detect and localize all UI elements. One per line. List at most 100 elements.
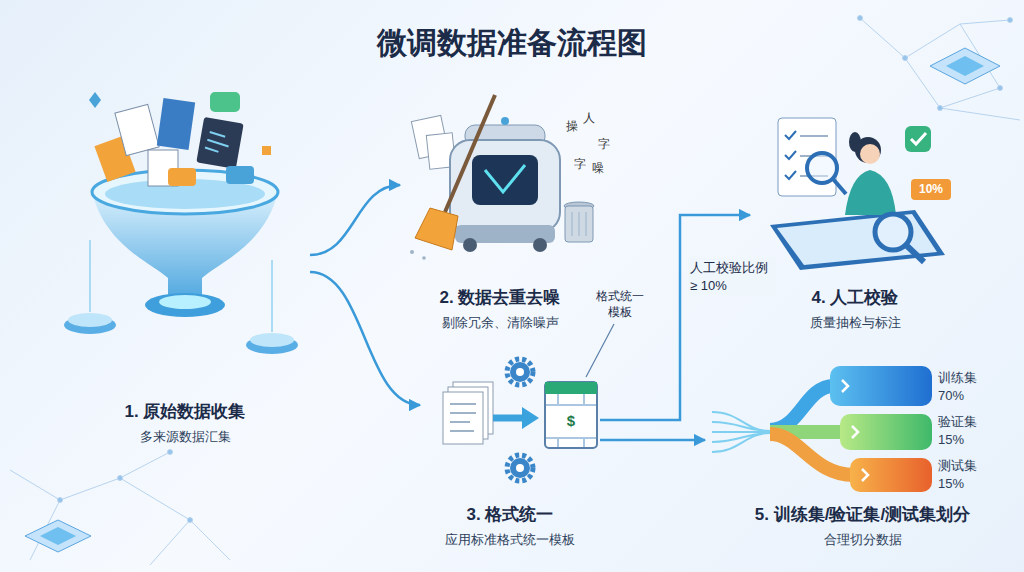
format-illustration-part	[510, 362, 530, 382]
robot-illustration-part	[450, 140, 560, 232]
funnel-illustration-part	[89, 240, 91, 312]
noise-glyph: 字	[574, 156, 588, 172]
checker-illustration-part	[777, 214, 937, 265]
table-symbol: $	[563, 411, 579, 431]
robot-illustration-part	[501, 117, 509, 125]
step-description: 剔除冗余、清除噪声	[442, 314, 559, 332]
split-illustration-part	[712, 412, 770, 452]
chip-decoration-part	[40, 527, 76, 545]
split-illustration-part	[842, 380, 868, 481]
format-illustration-part	[545, 382, 597, 448]
step-title: 3. 格式统一	[467, 504, 554, 526]
robot-illustration-part	[485, 165, 525, 192]
chip-decoration-part	[946, 56, 984, 76]
network-decoration-part	[998, 86, 1003, 91]
funnel-illustration-part	[89, 92, 101, 108]
funnel-illustration-part	[168, 168, 196, 186]
format-illustration-part	[510, 458, 530, 478]
funnel-illustration-part	[159, 295, 211, 309]
format-illustration-part	[516, 368, 524, 376]
step-title: 1. 原始数据收集	[125, 401, 246, 423]
funnel-illustration-part	[115, 104, 159, 155]
robot-illustration-part	[415, 208, 458, 250]
format-illustration-part	[522, 407, 539, 429]
noise-glyph: 字	[598, 136, 612, 152]
robot-illustration-part	[565, 206, 593, 242]
network-decoration-part	[858, 16, 863, 21]
format-illustration	[443, 324, 614, 481]
split-label: 训练集 70%	[938, 369, 988, 404]
robot-illustration-part	[422, 256, 426, 260]
split-illustration-part	[830, 366, 932, 406]
split-illustration-part	[840, 414, 932, 450]
funnel-illustration	[64, 92, 298, 354]
network-decoration-part	[10, 452, 230, 565]
step-description: 质量抽检与标注	[810, 314, 901, 332]
format-illustration-part	[507, 455, 533, 481]
format-illustration-part	[443, 392, 483, 444]
checker-illustration-part	[770, 210, 945, 270]
robot-illustration-part	[410, 250, 414, 254]
funnel-illustration-part	[250, 333, 294, 347]
step-description: 合理切分数据	[824, 531, 902, 549]
format-illustration-part	[516, 464, 524, 472]
checker-illustration-part	[833, 179, 846, 194]
checker-illustration-part	[911, 179, 951, 200]
flow-arrow	[600, 439, 705, 442]
step-description: 多来源数据汇集	[140, 428, 231, 446]
chip-decoration-part	[930, 48, 1000, 84]
checker-illustration-part	[906, 245, 924, 262]
funnel-illustration-part	[196, 117, 243, 169]
step-title: 5. 训练集/验证集/测试集划分	[755, 504, 970, 526]
checker-illustration-part	[860, 144, 880, 164]
network-decoration-part	[188, 518, 193, 523]
network-decoration-part	[58, 498, 63, 503]
robot-illustration-part	[533, 238, 547, 252]
robot-illustration-part	[463, 238, 477, 252]
checker-illustration-part	[905, 126, 931, 152]
funnel-illustration-part	[205, 132, 231, 154]
checker-illustration-part	[875, 214, 911, 250]
badge-text: 10%	[911, 181, 951, 197]
noise-glyph: 操	[566, 118, 580, 134]
funnel-illustration-part	[145, 293, 225, 317]
checker-illustration	[770, 118, 951, 270]
funnel-illustration-part	[271, 260, 273, 332]
edge-label: 人工校验比例 ≥ 10%	[688, 258, 776, 295]
split-label: 测试集 15%	[938, 457, 988, 492]
robot-illustration	[410, 95, 594, 260]
split-illustration	[712, 366, 932, 492]
format-illustration-part	[450, 404, 476, 431]
step-description: 应用标准格式统一模板	[445, 531, 575, 549]
robot-illustration-part	[445, 95, 495, 212]
split-illustration-part	[850, 458, 932, 492]
noise-glyph: 噪	[592, 160, 606, 176]
format-illustration-part	[507, 359, 533, 385]
chip-decoration-part	[25, 520, 91, 552]
step-title: 2. 数据去重去噪	[440, 287, 561, 309]
process-step: 1. 原始数据收集多来源数据汇集	[60, 88, 310, 450]
format-illustration-part	[546, 394, 596, 447]
noise-glyph: 人	[583, 110, 597, 126]
checker-illustration-part	[911, 133, 926, 144]
step-title: 4. 人工校验	[812, 287, 899, 309]
network-decoration-part	[118, 476, 123, 481]
process-step: 3. 格式统一应用标准格式统一模板	[420, 345, 600, 553]
funnel-illustration-part	[226, 166, 254, 184]
checker-illustration-part	[807, 153, 837, 183]
split-illustration-part	[770, 386, 834, 430]
funnel-illustration-part	[157, 98, 195, 150]
diagram-title: 微调数据准备流程图	[0, 24, 1024, 62]
checker-illustration-part	[785, 131, 796, 179]
callout-note: 格式统一 模板	[590, 288, 650, 320]
network-decoration	[10, 16, 1020, 566]
checker-illustration-part	[778, 118, 836, 196]
format-illustration-part	[545, 382, 597, 394]
flow-arrow	[310, 185, 400, 255]
checker-illustration-part	[845, 170, 896, 215]
split-label: 验证集 15%	[938, 413, 988, 448]
robot-illustration-part	[572, 212, 586, 236]
